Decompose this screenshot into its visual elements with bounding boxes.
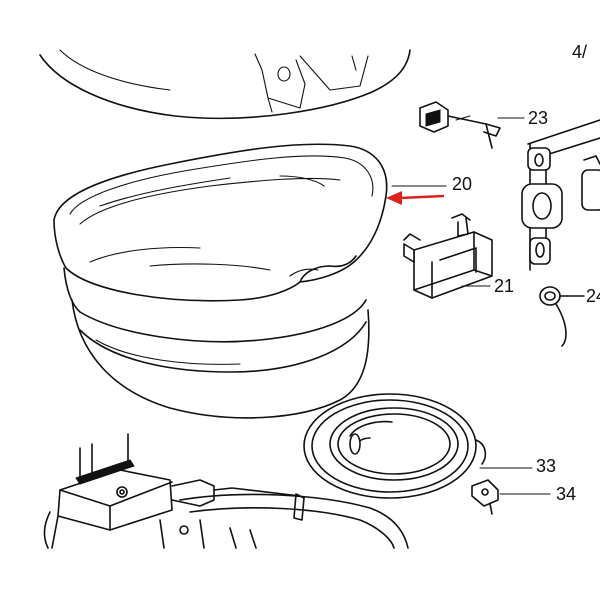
callout-23: 23 — [528, 108, 548, 128]
clip-part-34 — [471, 479, 499, 515]
base-assembly — [43, 433, 409, 549]
corner-label: 4/ — [572, 42, 587, 62]
bracket-part-21 — [403, 213, 493, 299]
highlight-arrow — [386, 191, 445, 205]
basin-part-20 — [53, 143, 388, 419]
callout-33: 33 — [536, 456, 556, 476]
upper-housing — [39, 49, 411, 120]
switch-part-23 — [419, 101, 501, 149]
sensor-part-24 — [539, 286, 585, 347]
callout-34: 34 — [556, 484, 576, 504]
heating-element-part-33 — [303, 393, 487, 499]
gasket-plate — [521, 119, 600, 271]
callout-20: 20 — [452, 174, 472, 194]
callout-24: 24 — [586, 286, 600, 306]
callout-21: 21 — [494, 276, 514, 296]
